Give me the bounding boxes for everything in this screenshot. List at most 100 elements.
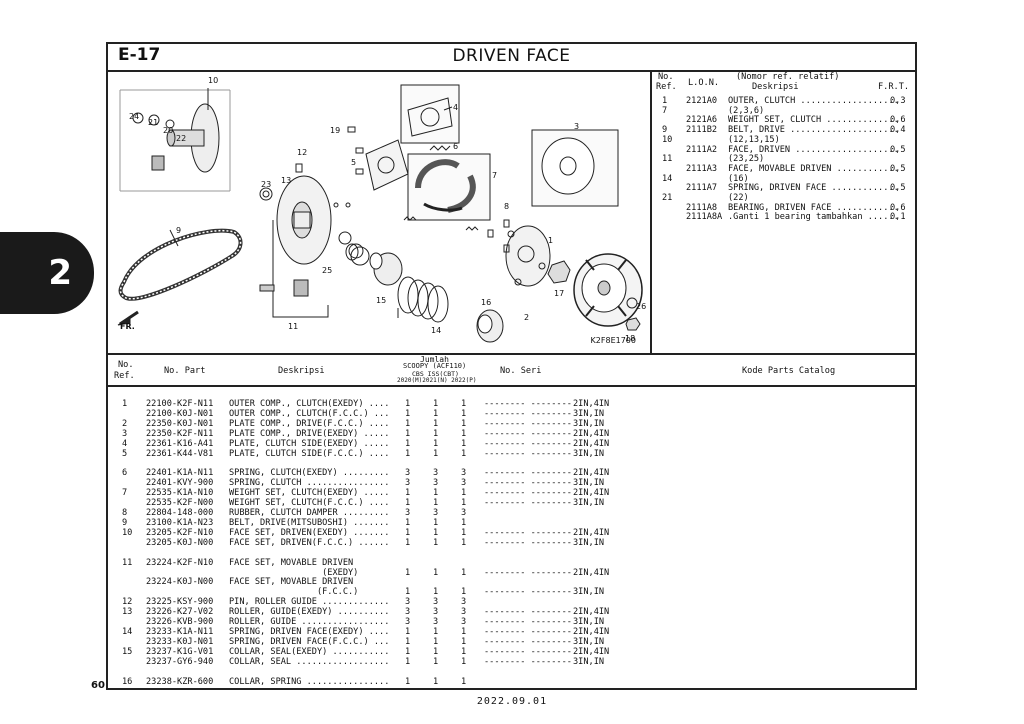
lon-row-ref: 9 (662, 125, 668, 136)
part-row-ref: 7 (122, 488, 128, 499)
part-row-qty-2021: 3 (433, 508, 439, 518)
part-row-number: 23224-K0J-N00 (146, 577, 214, 588)
lon-row-ref: 21 (662, 193, 673, 203)
part-row-qty-2022: 1 (461, 517, 467, 528)
part-row-kode: 2IN,4IN (573, 626, 610, 637)
callout-19: 19 (330, 126, 341, 135)
col-header-kode: Kode Parts Catalog (742, 366, 836, 376)
lon-row-code: 2121A0 (686, 96, 718, 106)
part-row-desc: PLATE, CLUTCH SIDE(F.C.C.) .... (229, 448, 390, 459)
page-header: E-17 DRIVEN FACE (108, 44, 915, 72)
part-row-number: 22361-K44-V81 (146, 448, 214, 459)
part-row-qty-2022: 3 (461, 478, 467, 489)
lon-header-ref-2: Ref. (656, 82, 677, 92)
part-row-desc: COLLAR, SEAL(EXEDY) ........... (229, 646, 390, 657)
part-row-qty-2020: 3 (405, 617, 411, 627)
col-header-ref-2: Ref. (114, 371, 135, 381)
part-row-ref: 14 (122, 626, 133, 637)
callout-22: 22 (176, 134, 187, 143)
part-row-seri: -------- -------- (484, 468, 572, 479)
col-header-no-seri: No. Seri (500, 366, 542, 376)
part-row-seri: -------- -------- (484, 478, 572, 489)
lon-row-ref: 11 (662, 154, 673, 165)
part-row-qty-2021: 1 (433, 399, 439, 409)
part-row-qty-2020: 3 (405, 607, 411, 618)
part-row-qty-2021: 1 (433, 428, 439, 439)
callout-4: 4 (453, 103, 459, 112)
part-row-qty-2020: 1 (405, 408, 411, 419)
part-row-number: 22401-K1A-N11 (146, 468, 214, 479)
part-row-qty-2022: 1 (461, 408, 467, 419)
lon-row-code: 2121A6 (686, 115, 718, 126)
part-row-number: 22535-K1A-N10 (146, 488, 214, 499)
diagram-drawing (117, 84, 643, 343)
part-row-desc: ROLLER, GUIDE ................. (229, 617, 390, 627)
page-title: DRIVEN FACE (452, 46, 571, 66)
callout-20: 20 (163, 126, 174, 135)
part-row-number: 22350-K0J-N01 (146, 418, 214, 429)
part-row-qty-2022: 1 (461, 567, 467, 578)
part-row-desc: FACE SET, MOVABLE DRIVEN (229, 557, 354, 568)
lon-row-frt: 0,6 (890, 202, 906, 213)
part-row-qty-2020: 1 (405, 676, 411, 687)
callout-13: 13 (281, 176, 292, 185)
part-row-qty-2020: 1 (405, 527, 411, 538)
part-row-qty-2020: 3 (405, 508, 411, 518)
part-row-seri: -------- -------- (484, 607, 572, 618)
part-row-qty-2020: 1 (405, 636, 411, 647)
col-header-deskripsi: Deskripsi (278, 366, 325, 376)
part-row-ref: 15 (122, 646, 133, 657)
part-row-desc: COLLAR, SEAL .................. (229, 656, 390, 667)
part-row-number: 22100-K2F-N11 (146, 399, 214, 409)
part-row-qty-2021: 1 (433, 408, 439, 419)
part-row-number: 23224-K2F-N10 (146, 557, 214, 568)
part-row-kode: 2IN,4IN (573, 607, 610, 618)
lon-header-desc-2: Deskripsi (752, 82, 799, 92)
lon-row-desc: (22) (728, 193, 749, 203)
part-row-qty-2022: 1 (461, 498, 467, 509)
part-row-desc: (F.C.C.) (229, 587, 359, 598)
part-row-ref: 9 (122, 517, 128, 528)
part-row-qty-2021: 3 (433, 617, 439, 627)
part-row-desc: FACE SET, DRIVEN(EXEDY) ....... (229, 527, 390, 538)
part-row-desc: SPRING, CLUTCH(EXEDY) ......... (229, 468, 390, 479)
lon-row-code: 2111A7 (686, 183, 718, 194)
part-row-kode: 3IN,IN (573, 617, 605, 627)
lon-row-code: 2111B2 (686, 125, 718, 136)
part-row-seri: -------- -------- (484, 498, 572, 509)
part-row-qty-2022: 3 (461, 607, 467, 618)
part-row-number: 23225-KSY-900 (146, 597, 214, 608)
part-row-qty-2022: 1 (461, 448, 467, 459)
part-row-kode: 3IN,IN (573, 656, 605, 667)
part-row-number: 23237-K1G-V01 (146, 646, 214, 657)
part-row-kode: 3IN,IN (573, 587, 605, 598)
part-row-ref: 8 (122, 508, 128, 518)
lon-row-desc: (16) (728, 173, 749, 184)
part-row-number: 23226-KVB-900 (146, 617, 214, 627)
callout-10: 10 (208, 76, 219, 85)
callout-12: 12 (297, 148, 308, 157)
part-row-kode: 2IN,4IN (573, 399, 610, 409)
part-row-qty-2020: 3 (405, 478, 411, 489)
part-row-seri: -------- -------- (484, 408, 572, 419)
callout-17: 17 (554, 289, 565, 298)
part-row-qty-2020: 1 (405, 418, 411, 429)
lon-row-frt: 0,1 (890, 212, 906, 223)
lon-row-ref: 14 (662, 173, 673, 184)
part-row-qty-2020: 1 (405, 488, 411, 499)
col-header-jumlah: Jumlah (420, 355, 449, 364)
part-row-qty-2021: 3 (433, 468, 439, 479)
part-row-number: 23205-K2F-N10 (146, 527, 214, 538)
part-row-seri: -------- -------- (484, 617, 572, 627)
callout-15: 15 (376, 296, 387, 305)
part-row-desc: WEIGHT SET, CLUTCH(EXEDY) ..... (229, 488, 390, 499)
part-row-seri: -------- -------- (484, 438, 572, 449)
part-row-qty-2022: 1 (461, 676, 467, 687)
part-row-qty-2020: 1 (405, 448, 411, 459)
lon-row-frt: 0,4 (890, 125, 906, 136)
part-row-seri: -------- -------- (484, 399, 572, 409)
lon-row-desc: BELT, DRIVE ..................... (728, 125, 899, 136)
lon-row-ref: 1 (662, 96, 668, 106)
part-row-seri: -------- -------- (484, 537, 572, 548)
lon-row-desc: (2,3,6) (728, 105, 765, 116)
